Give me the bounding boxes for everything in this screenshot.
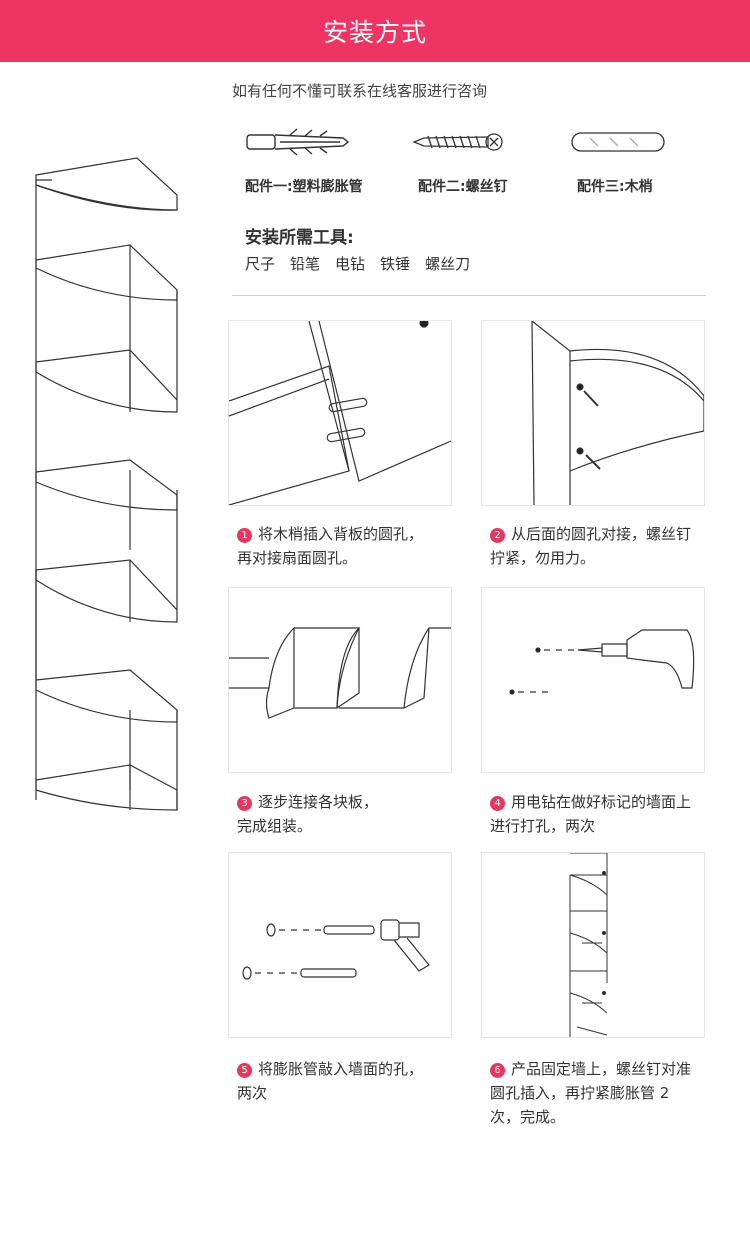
step-number-badge: 5 bbox=[237, 1063, 252, 1078]
step-6-illustration bbox=[481, 852, 705, 1038]
tool-item: 电钻 bbox=[335, 255, 366, 273]
corner-shelf-illustration bbox=[35, 157, 178, 811]
step-text: 从后面的圆孔对接，螺丝钉 拧紧，勿用力。 bbox=[490, 525, 692, 567]
step-number-badge: 4 bbox=[490, 796, 505, 811]
tool-item: 螺丝刀 bbox=[425, 255, 471, 273]
tools-list: 尺子 铅笔 电钻 铁锤 螺丝刀 bbox=[245, 253, 470, 274]
step-text: 逐步连接各块板， 完成组装。 bbox=[237, 793, 379, 835]
step-text: 将膨胀管敲入墙面的孔， 两次 bbox=[237, 1060, 424, 1102]
divider bbox=[232, 295, 706, 296]
step-number-badge: 3 bbox=[237, 796, 252, 811]
wooden-dowel-icon bbox=[571, 132, 665, 152]
header-banner: 安装方式 bbox=[0, 0, 750, 62]
step-text: 用电钻在做好标记的墙面上 进行打孔，两次 bbox=[490, 793, 692, 835]
part-label-screw: 配件二:螺丝钉 bbox=[418, 179, 508, 195]
step-4-illustration bbox=[481, 587, 705, 773]
step-number-badge: 1 bbox=[237, 528, 252, 543]
step-5-illustration bbox=[228, 852, 452, 1038]
step-2-illustration bbox=[481, 320, 705, 506]
step-text: 产品固定墙上，螺丝钉对准 圆孔插入，再拧紧膨胀管 2 次，完成。 bbox=[490, 1060, 692, 1126]
tools-heading: 安装所需工具: bbox=[245, 228, 354, 248]
part-label-anchor: 配件一:塑料膨胀管 bbox=[245, 179, 363, 195]
step-number-badge: 6 bbox=[490, 1063, 505, 1078]
tool-item: 尺子 bbox=[245, 255, 276, 273]
plastic-anchor-icon bbox=[246, 128, 350, 156]
part-label-dowel: 配件三:木梢 bbox=[577, 179, 653, 195]
step-text: 将木梢插入背板的圆孔， 再对接扇面圆孔。 bbox=[237, 525, 424, 567]
tool-item: 铁锤 bbox=[380, 255, 411, 273]
step-3-illustration bbox=[228, 587, 452, 773]
step-1-illustration bbox=[228, 320, 452, 506]
screw-icon bbox=[412, 133, 503, 151]
tool-item: 铅笔 bbox=[290, 255, 321, 273]
step-number-badge: 2 bbox=[490, 528, 505, 543]
contact-notice: 如有任何不懂可联系在线客服进行咨询 bbox=[232, 82, 488, 100]
banner-title: 安装方式 bbox=[322, 18, 427, 47]
